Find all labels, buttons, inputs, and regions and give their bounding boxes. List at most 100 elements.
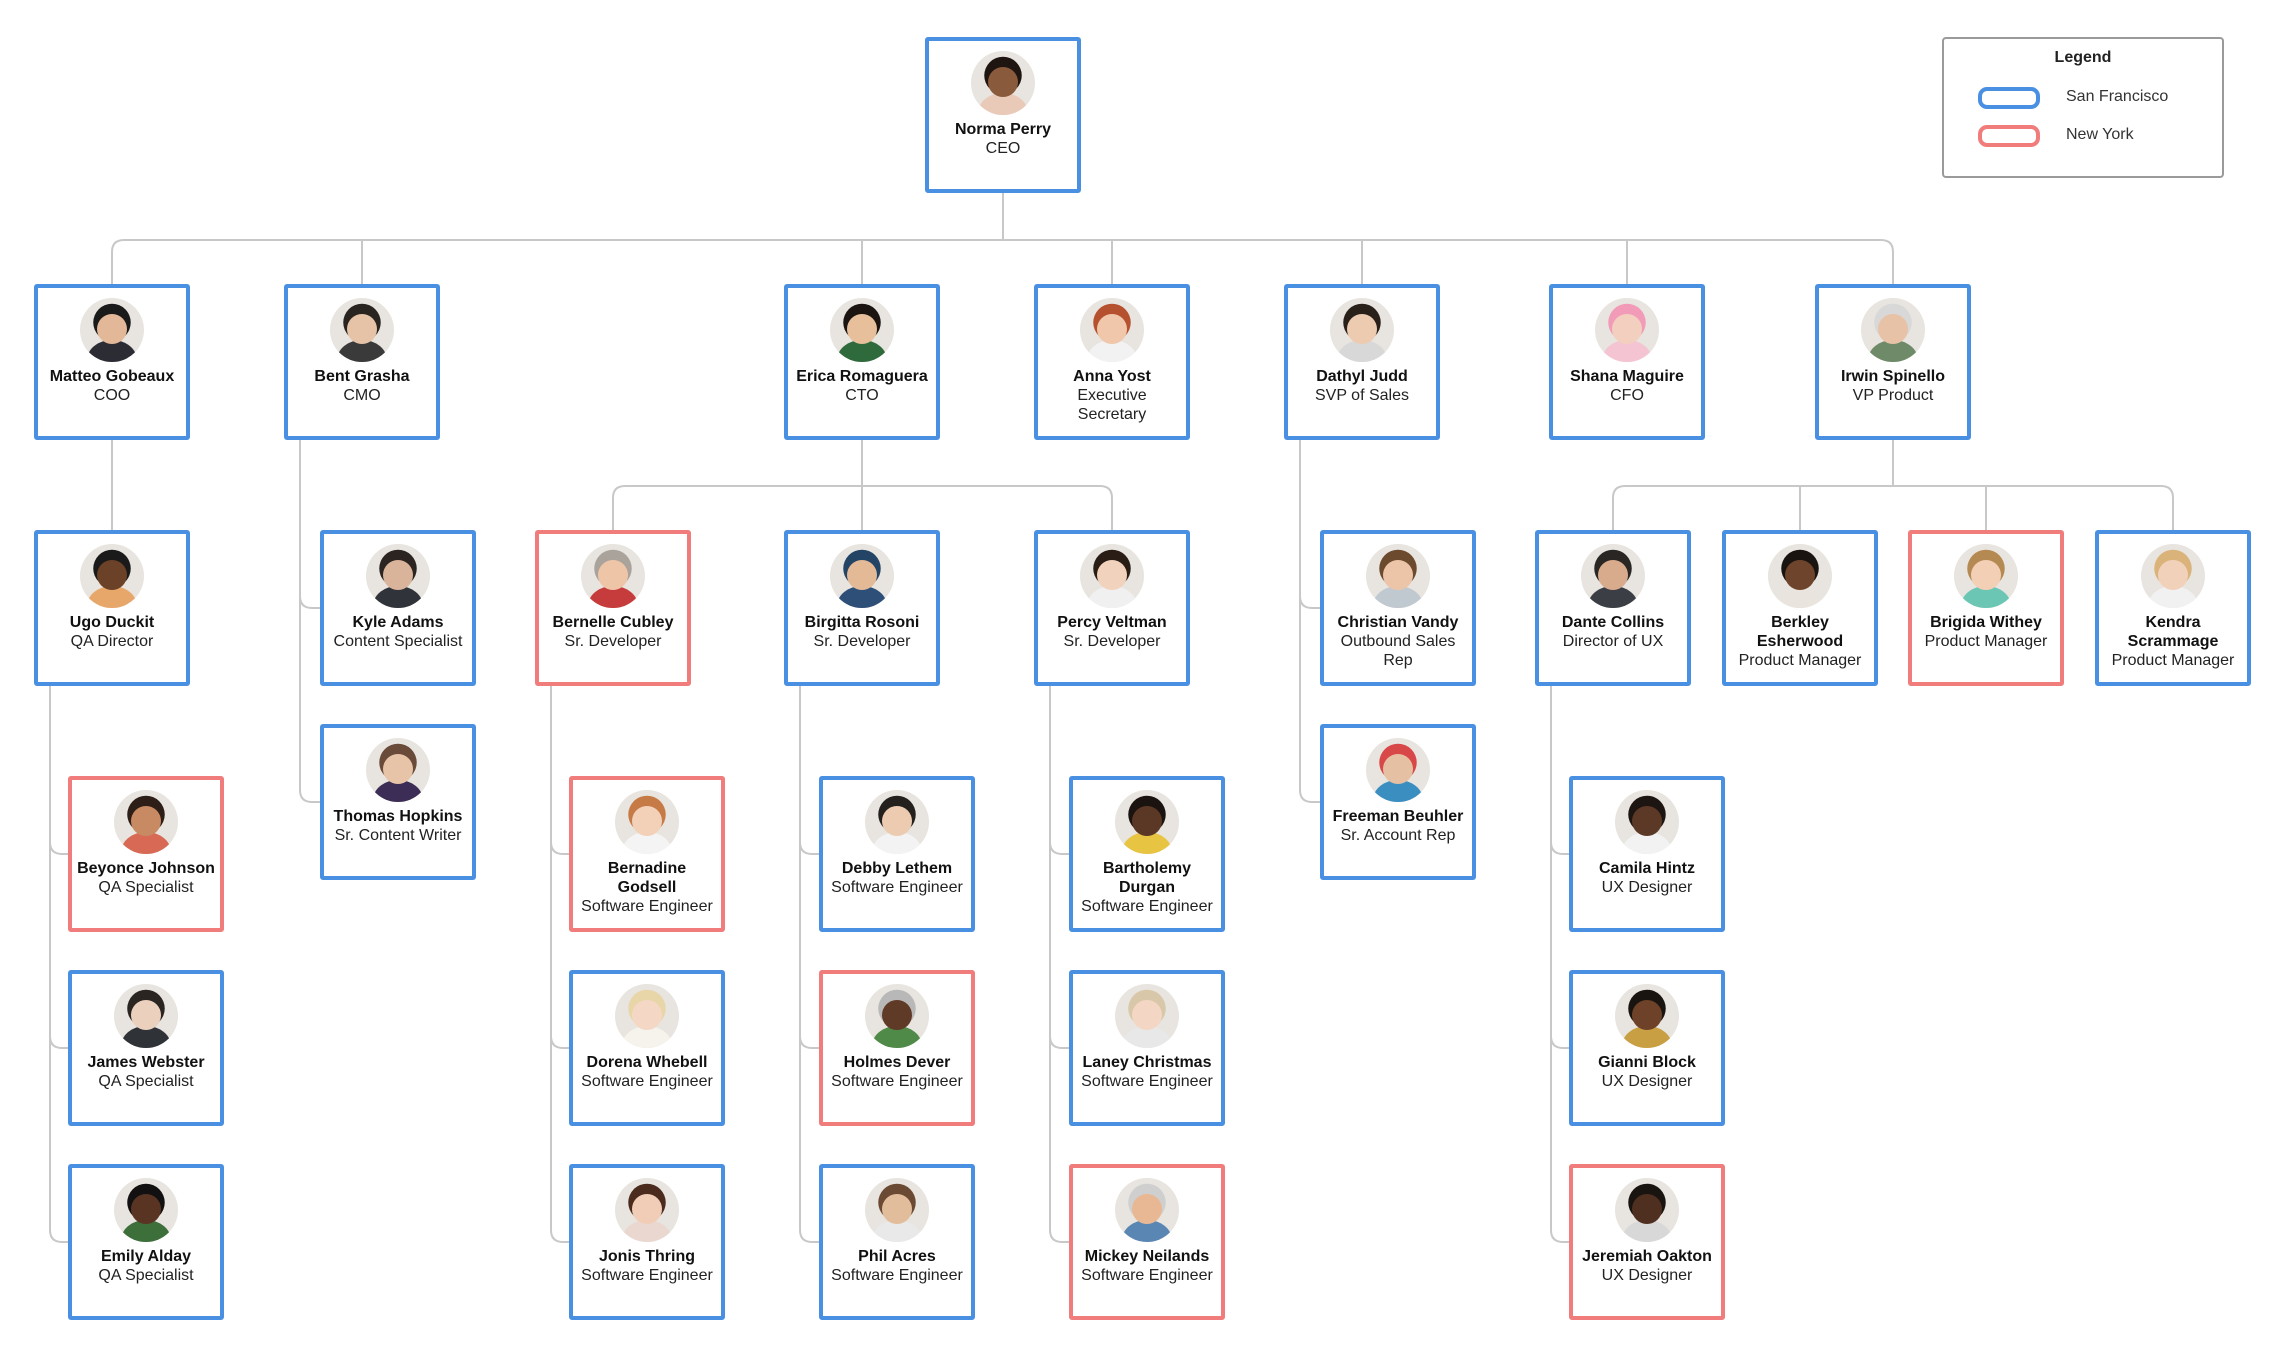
person-title: Sr. Developer <box>1063 633 1161 650</box>
person-name: Birgitta Rosoni <box>804 614 920 631</box>
avatar <box>114 1178 178 1242</box>
avatar <box>615 984 679 1048</box>
person-title: Director of UX <box>1562 633 1664 650</box>
legend-title: Legend <box>2054 49 2112 66</box>
person-name: Gianni Block <box>1598 1054 1696 1071</box>
person-title: SVP of Sales <box>1315 387 1409 404</box>
avatar <box>1615 790 1679 854</box>
connector-line <box>550 1229 569 1243</box>
connector-line <box>1880 239 1894 284</box>
avatar <box>366 738 430 802</box>
person-title: Software Engineer <box>1081 898 1213 915</box>
avatar <box>1115 1178 1179 1242</box>
connector-line <box>1299 595 1320 609</box>
person-title: Software Engineer <box>1081 1073 1213 1090</box>
person-title: COO <box>93 387 131 404</box>
person-name: Jonis Thring <box>599 1248 695 1265</box>
avatar <box>1366 738 1430 802</box>
person-title: Software Engineer <box>831 1267 963 1284</box>
person-name: Irwin Spinello <box>1840 368 1945 385</box>
person-title: Sr. Developer <box>564 633 662 650</box>
person-name: Berkley Esherwood <box>1756 614 1844 650</box>
person-name: Kyle Adams <box>352 614 444 631</box>
connector-line <box>550 841 569 855</box>
person-name: Beyonce Johnson <box>77 860 215 877</box>
avatar <box>80 298 144 362</box>
person-name: Laney Christmas <box>1082 1054 1212 1071</box>
person-title: Software Engineer <box>581 1267 713 1284</box>
avatar <box>581 544 645 608</box>
person-name: Brigida Withey <box>1930 614 2042 631</box>
avatar <box>615 790 679 854</box>
person-title: Outbound Sales Rep <box>1340 633 1456 669</box>
person-card-beyonce[interactable]: Beyonce Johnson QA Specialist <box>68 776 224 932</box>
person-title: VP Product <box>1852 387 1934 404</box>
avatar <box>830 544 894 608</box>
person-name: Debby Lethem <box>841 860 953 877</box>
avatar <box>1080 298 1144 362</box>
connector-line <box>1550 841 1569 855</box>
avatar <box>971 51 1035 115</box>
avatar <box>1115 790 1179 854</box>
connector-line <box>299 595 320 609</box>
person-title: CFO <box>1610 387 1644 404</box>
avatar <box>1615 1178 1679 1242</box>
person-name: Freeman Beuhler <box>1332 808 1464 825</box>
person-name: Camila Hintz <box>1598 860 1695 877</box>
avatar <box>1615 984 1679 1048</box>
person-name: James Webster <box>87 1054 205 1071</box>
person-card-james[interactable]: James Webster QA Specialist <box>68 970 224 1126</box>
person-title: Software Engineer <box>581 898 713 915</box>
legend-swatch-new-york <box>1978 125 2040 147</box>
person-name: Bernadine Godsell <box>607 860 687 896</box>
avatar <box>1581 544 1645 608</box>
person-title: Software Engineer <box>581 1073 713 1090</box>
person-title: QA Specialist <box>98 1073 194 1090</box>
legend-label-san-francisco: San Francisco <box>2066 88 2169 105</box>
person-title: QA Specialist <box>98 1267 194 1284</box>
avatar <box>615 1178 679 1242</box>
connector-line <box>612 485 626 530</box>
avatar <box>114 984 178 1048</box>
connector-line <box>1550 1229 1569 1243</box>
person-title: Product Manager <box>1738 652 1862 669</box>
person-title: QA Director <box>70 633 154 650</box>
person-card-irwin[interactable]: Irwin Spinello VP Product <box>1815 284 1971 440</box>
person-title: CMO <box>343 387 381 404</box>
avatar <box>865 1178 929 1242</box>
person-title: QA Specialist <box>98 879 194 896</box>
person-name: Bartholemy Durgan <box>1102 860 1192 896</box>
